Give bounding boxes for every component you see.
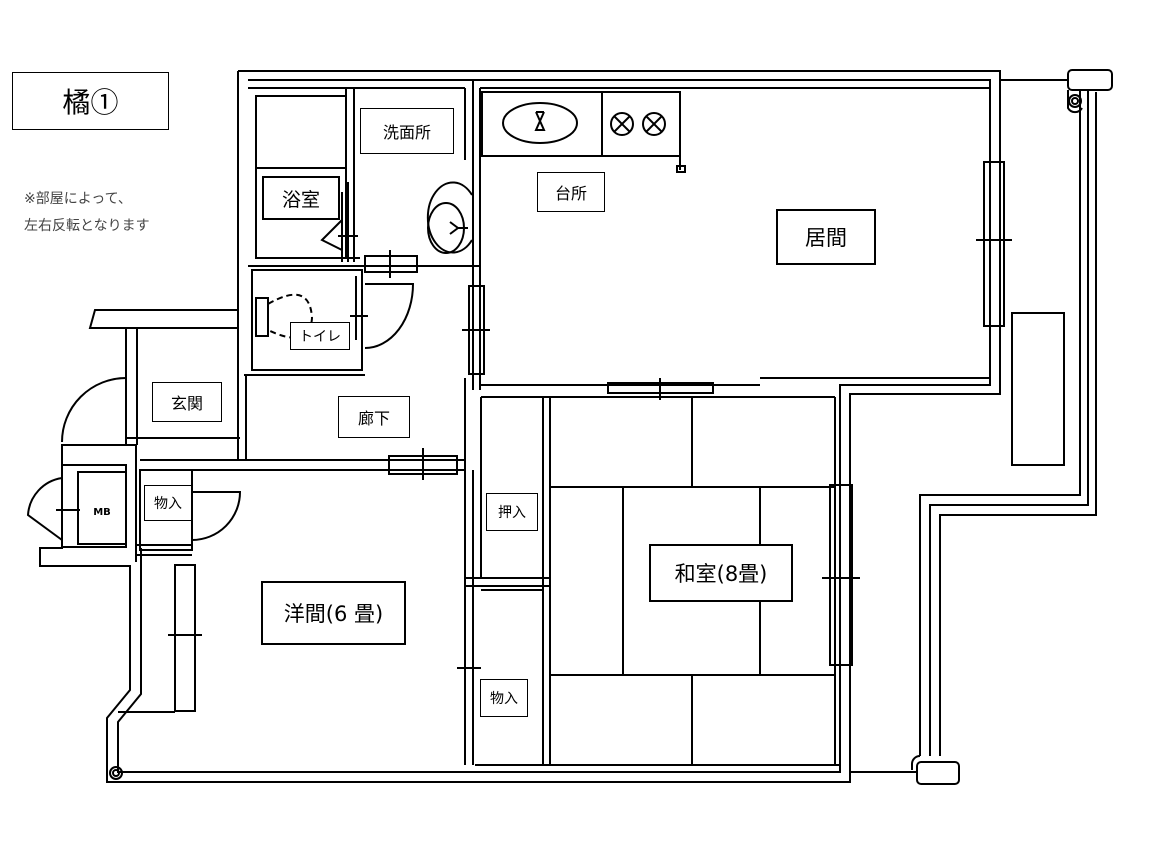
outer-wall-inner [117,79,991,773]
label-storage-bottom: 物入 [480,679,528,717]
label-japanese-room: 和室(8畳) [649,544,793,602]
note-line-2: 左右反転となります [24,218,150,234]
label-closet: 押入 [486,493,538,531]
label-kitchen: 台所 [537,172,605,212]
note-line-1: ※部屋によって、 [24,191,132,207]
label-mb: MB [93,506,111,518]
label-bath: 浴室 [262,176,340,220]
label-entrance: 玄関 [152,382,222,422]
label-washroom: 洗面所 [360,108,454,154]
label-hallway: 廊下 [338,396,410,438]
outer-wall [39,70,1001,783]
plan-title: 橘① [12,72,169,130]
label-western-room: 洋間(6 畳) [261,581,406,645]
label-storage-entrance: 物入 [144,485,192,521]
label-living: 居間 [776,209,876,265]
label-toilet: トイレ [290,322,350,350]
reversal-note: ※部屋によって、 左右反転となります [24,186,150,240]
